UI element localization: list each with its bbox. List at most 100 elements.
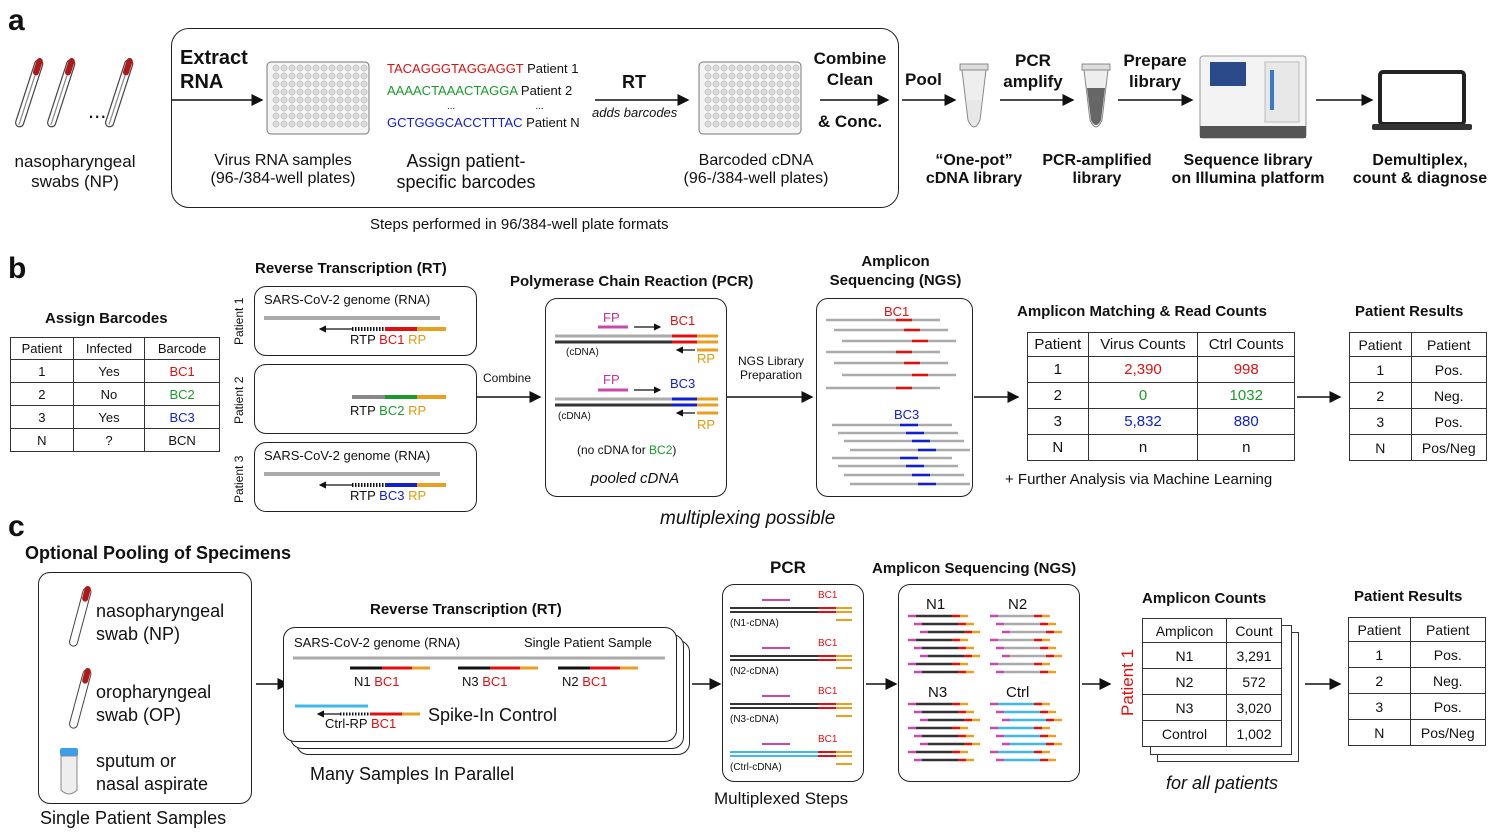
well bbox=[704, 88, 712, 96]
laptop-icon bbox=[1372, 70, 1472, 130]
well bbox=[784, 64, 792, 72]
well bbox=[288, 64, 296, 72]
pcr-c-bc1-3: BC1 bbox=[818, 686, 838, 697]
well bbox=[288, 120, 296, 128]
well bbox=[736, 88, 744, 96]
well bbox=[720, 88, 728, 96]
well bbox=[360, 88, 368, 96]
well bbox=[280, 64, 288, 72]
well bbox=[272, 112, 280, 120]
well bbox=[712, 88, 720, 96]
well bbox=[304, 96, 312, 104]
well bbox=[336, 120, 344, 128]
well bbox=[768, 104, 776, 112]
well bbox=[344, 64, 352, 72]
well bbox=[720, 64, 728, 72]
well bbox=[744, 96, 752, 104]
well bbox=[792, 80, 800, 88]
well bbox=[728, 120, 736, 128]
ngs-bc3-label: BC3 bbox=[894, 407, 920, 422]
well bbox=[752, 112, 760, 120]
demultiplex-label: Demultiplex,count & diagnose bbox=[1352, 152, 1488, 188]
well bbox=[768, 80, 776, 88]
well bbox=[328, 64, 336, 72]
well bbox=[352, 88, 360, 96]
well bbox=[784, 112, 792, 120]
well bbox=[776, 64, 784, 72]
barcoded-cdna-label: Barcoded cDNA(96-/384-well plates) bbox=[683, 152, 829, 188]
genome-label-3: SARS-CoV-2 genome (RNA) bbox=[264, 448, 431, 463]
sputum-tube-icon bbox=[60, 748, 78, 795]
well bbox=[728, 88, 736, 96]
well bbox=[736, 104, 744, 112]
well bbox=[768, 96, 776, 104]
well bbox=[344, 96, 352, 104]
pooled-cdna-label: pooled cDNA bbox=[590, 470, 680, 487]
well bbox=[792, 104, 800, 112]
well bbox=[312, 88, 320, 96]
well bbox=[280, 120, 288, 128]
p1-strand-labels: RTP BC1 RP bbox=[350, 332, 427, 347]
pcr-title-c: PCR bbox=[770, 558, 806, 577]
fp-label-1: FP bbox=[603, 310, 620, 325]
well bbox=[760, 72, 768, 80]
sequencer-icon bbox=[1199, 55, 1307, 139]
well bbox=[720, 72, 728, 80]
well bbox=[736, 72, 744, 80]
one-pot-label: “One-pot”cDNA library bbox=[925, 152, 1023, 188]
well bbox=[280, 104, 288, 112]
well bbox=[760, 120, 768, 128]
well bbox=[296, 88, 304, 96]
well bbox=[288, 80, 296, 88]
well bbox=[712, 96, 720, 104]
well bbox=[312, 64, 320, 72]
well bbox=[360, 112, 368, 120]
well bbox=[304, 88, 312, 96]
well bbox=[736, 80, 744, 88]
ngs-group-n2: N2 bbox=[1008, 596, 1028, 613]
rt-title-c: Reverse Transcription (RT) bbox=[370, 601, 562, 618]
well bbox=[792, 88, 800, 96]
single-patient-label: Single Patient Sample bbox=[524, 635, 652, 650]
well bbox=[296, 104, 304, 112]
steps-caption: Steps performed in 96/384-well plate for… bbox=[370, 216, 669, 233]
well bbox=[776, 104, 784, 112]
counts-title: Amplicon Counts bbox=[1142, 590, 1267, 607]
well bbox=[792, 120, 800, 128]
well bbox=[312, 72, 320, 80]
well bbox=[352, 104, 360, 112]
well bbox=[304, 120, 312, 128]
well bbox=[336, 96, 344, 104]
well bbox=[352, 120, 360, 128]
well bbox=[784, 72, 792, 80]
pcr-box-c bbox=[722, 584, 864, 782]
well bbox=[744, 72, 752, 80]
well bbox=[744, 88, 752, 96]
virus-rna-label: Virus RNA samples(96-/384-well plates) bbox=[210, 152, 356, 188]
well bbox=[752, 120, 760, 128]
patient-1-box bbox=[254, 286, 477, 356]
op-swab-icon bbox=[69, 667, 92, 729]
results-title-c: Patient Results bbox=[1354, 588, 1463, 605]
ngs-group-ctrl: Ctrl bbox=[1006, 684, 1030, 701]
well bbox=[760, 112, 768, 120]
well bbox=[744, 112, 752, 120]
ngs-group-n3: N3 bbox=[928, 684, 948, 701]
well bbox=[736, 96, 744, 104]
barcode-list: TACAGGGTAGGAGGT Patient 1 AAAACTAAACTAGG… bbox=[387, 61, 580, 130]
well bbox=[360, 64, 368, 72]
well bbox=[792, 72, 800, 80]
rt-sublabel: adds barcodes bbox=[592, 105, 678, 120]
panel-label-b: b bbox=[8, 252, 27, 285]
well bbox=[712, 120, 720, 128]
well bbox=[720, 104, 728, 112]
